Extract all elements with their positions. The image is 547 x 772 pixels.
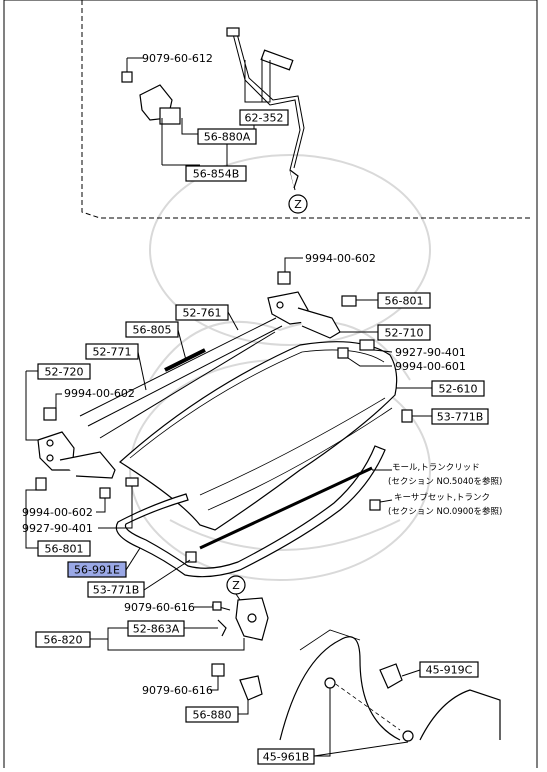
ref-circle-z-top <box>288 194 308 214</box>
label-45-961B: 45-961B <box>263 751 310 764</box>
label-52-710: 52-710 <box>385 327 424 340</box>
label-9927-90-401-right: 9927-90-401 <box>395 346 466 359</box>
nut-9994-00-602-lower <box>99 487 111 499</box>
label-9079-60-616-bottom: 9079-60-616 <box>142 684 213 697</box>
bumper-53-771B-right <box>401 409 413 423</box>
opener-lever <box>139 84 181 165</box>
torsion-rod-lower <box>87 325 283 427</box>
box-56-820[interactable] <box>35 631 91 648</box>
label-56-854B: 56-854B <box>193 168 240 181</box>
nut-9994-00-602-left <box>43 407 57 421</box>
cable-assembly <box>226 27 305 191</box>
label-9994-00-602-lower: 9994-00-602 <box>22 506 93 519</box>
torsion-rod-third <box>99 331 276 439</box>
label-56-991E: 56-991E <box>74 564 120 577</box>
label-9994-00-602-left: 9994-00-602 <box>64 387 135 400</box>
note-keysub-line2: (セクション NO.0900を参照) <box>388 506 502 517</box>
bumper-strip-56-805 <box>164 348 206 372</box>
box-52-771[interactable] <box>85 343 139 360</box>
box-52-610[interactable] <box>431 380 485 397</box>
box-56-880[interactable] <box>185 706 239 723</box>
box-56-991E-highlighted[interactable] <box>67 561 127 578</box>
label-9079-60-616-top: 9079-60-616 <box>124 601 195 614</box>
note-keysub-line1: キーサブセット,トランク <box>394 492 490 503</box>
box-52-710[interactable] <box>377 324 431 341</box>
label-56-880: 56-880 <box>193 709 232 722</box>
note-mall-line2: (セクション NO.5040を参照) <box>388 476 502 487</box>
box-53-771B-right[interactable] <box>431 408 489 425</box>
detail-dashed-frame <box>81 0 530 219</box>
box-56-805[interactable] <box>125 321 179 338</box>
molding-strip <box>199 466 373 550</box>
box-45-961B[interactable] <box>257 748 315 765</box>
label-z-bottom: Z <box>232 579 240 592</box>
nut-9994-00-602-top <box>277 271 291 285</box>
clip-9927-90-401 <box>359 339 375 351</box>
box-56-801-top[interactable] <box>377 292 431 309</box>
stopper-56-801-lower <box>35 477 47 491</box>
box-62-352[interactable] <box>239 109 289 126</box>
key-cylinder <box>369 499 381 511</box>
box-45-919C[interactable] <box>419 661 479 678</box>
lever-56-880 <box>239 675 263 701</box>
label-56-805: 56-805 <box>133 324 172 337</box>
body-corner-detail <box>279 629 501 742</box>
label-9079-60-612: 9079-60-612 <box>142 52 213 65</box>
clip-9927-90-401-lower <box>125 477 139 487</box>
label-52-610: 52-610 <box>439 383 478 396</box>
label-z-top: Z <box>294 198 302 211</box>
label-56-801-top: 56-801 <box>385 295 424 308</box>
label-56-880A: 56-880A <box>204 131 251 144</box>
label-9994-00-601: 9994-00-601 <box>395 360 466 373</box>
label-56-820: 56-820 <box>44 634 83 647</box>
trunk-lid <box>119 341 398 531</box>
striker-52-863A <box>217 619 227 637</box>
nut-9994-00-601 <box>337 347 349 359</box>
label-52-761: 52-761 <box>183 307 222 320</box>
hinge-left <box>37 431 116 479</box>
label-53-771B-lower: 53-771B <box>93 584 140 597</box>
stopper-56-801-top <box>341 295 357 307</box>
weatherstrip-seal <box>115 445 386 578</box>
hinge-right <box>267 291 341 339</box>
label-52-771: 52-771 <box>93 346 132 359</box>
box-56-854B[interactable] <box>185 165 247 182</box>
box-56-801-lower[interactable] <box>37 540 91 557</box>
label-45-919C: 45-919C <box>426 664 473 677</box>
bumper-53-771B-lower <box>185 551 197 563</box>
bolt-9079-60-612 <box>121 58 133 83</box>
bolt-9079-60-616-bottom <box>211 663 225 677</box>
lock-latch-56-820 <box>235 597 269 641</box>
label-53-771B-right: 53-771B <box>437 411 484 424</box>
box-53-771B-lower[interactable] <box>87 581 145 598</box>
note-mall-line1: モール,トランクリッド <box>392 463 480 473</box>
bolt-9079-60-616-top <box>212 601 222 611</box>
label-52-863A: 52-863A <box>133 623 180 636</box>
label-56-801-lower: 56-801 <box>45 543 84 556</box>
label-9994-00-602-top: 9994-00-602 <box>305 252 376 265</box>
label-9927-90-401-lower: 9927-90-401 <box>22 522 93 535</box>
label-52-720: 52-720 <box>45 366 84 379</box>
torsion-rod-upper <box>79 317 277 417</box>
label-62-352: 62-352 <box>245 112 284 125</box>
